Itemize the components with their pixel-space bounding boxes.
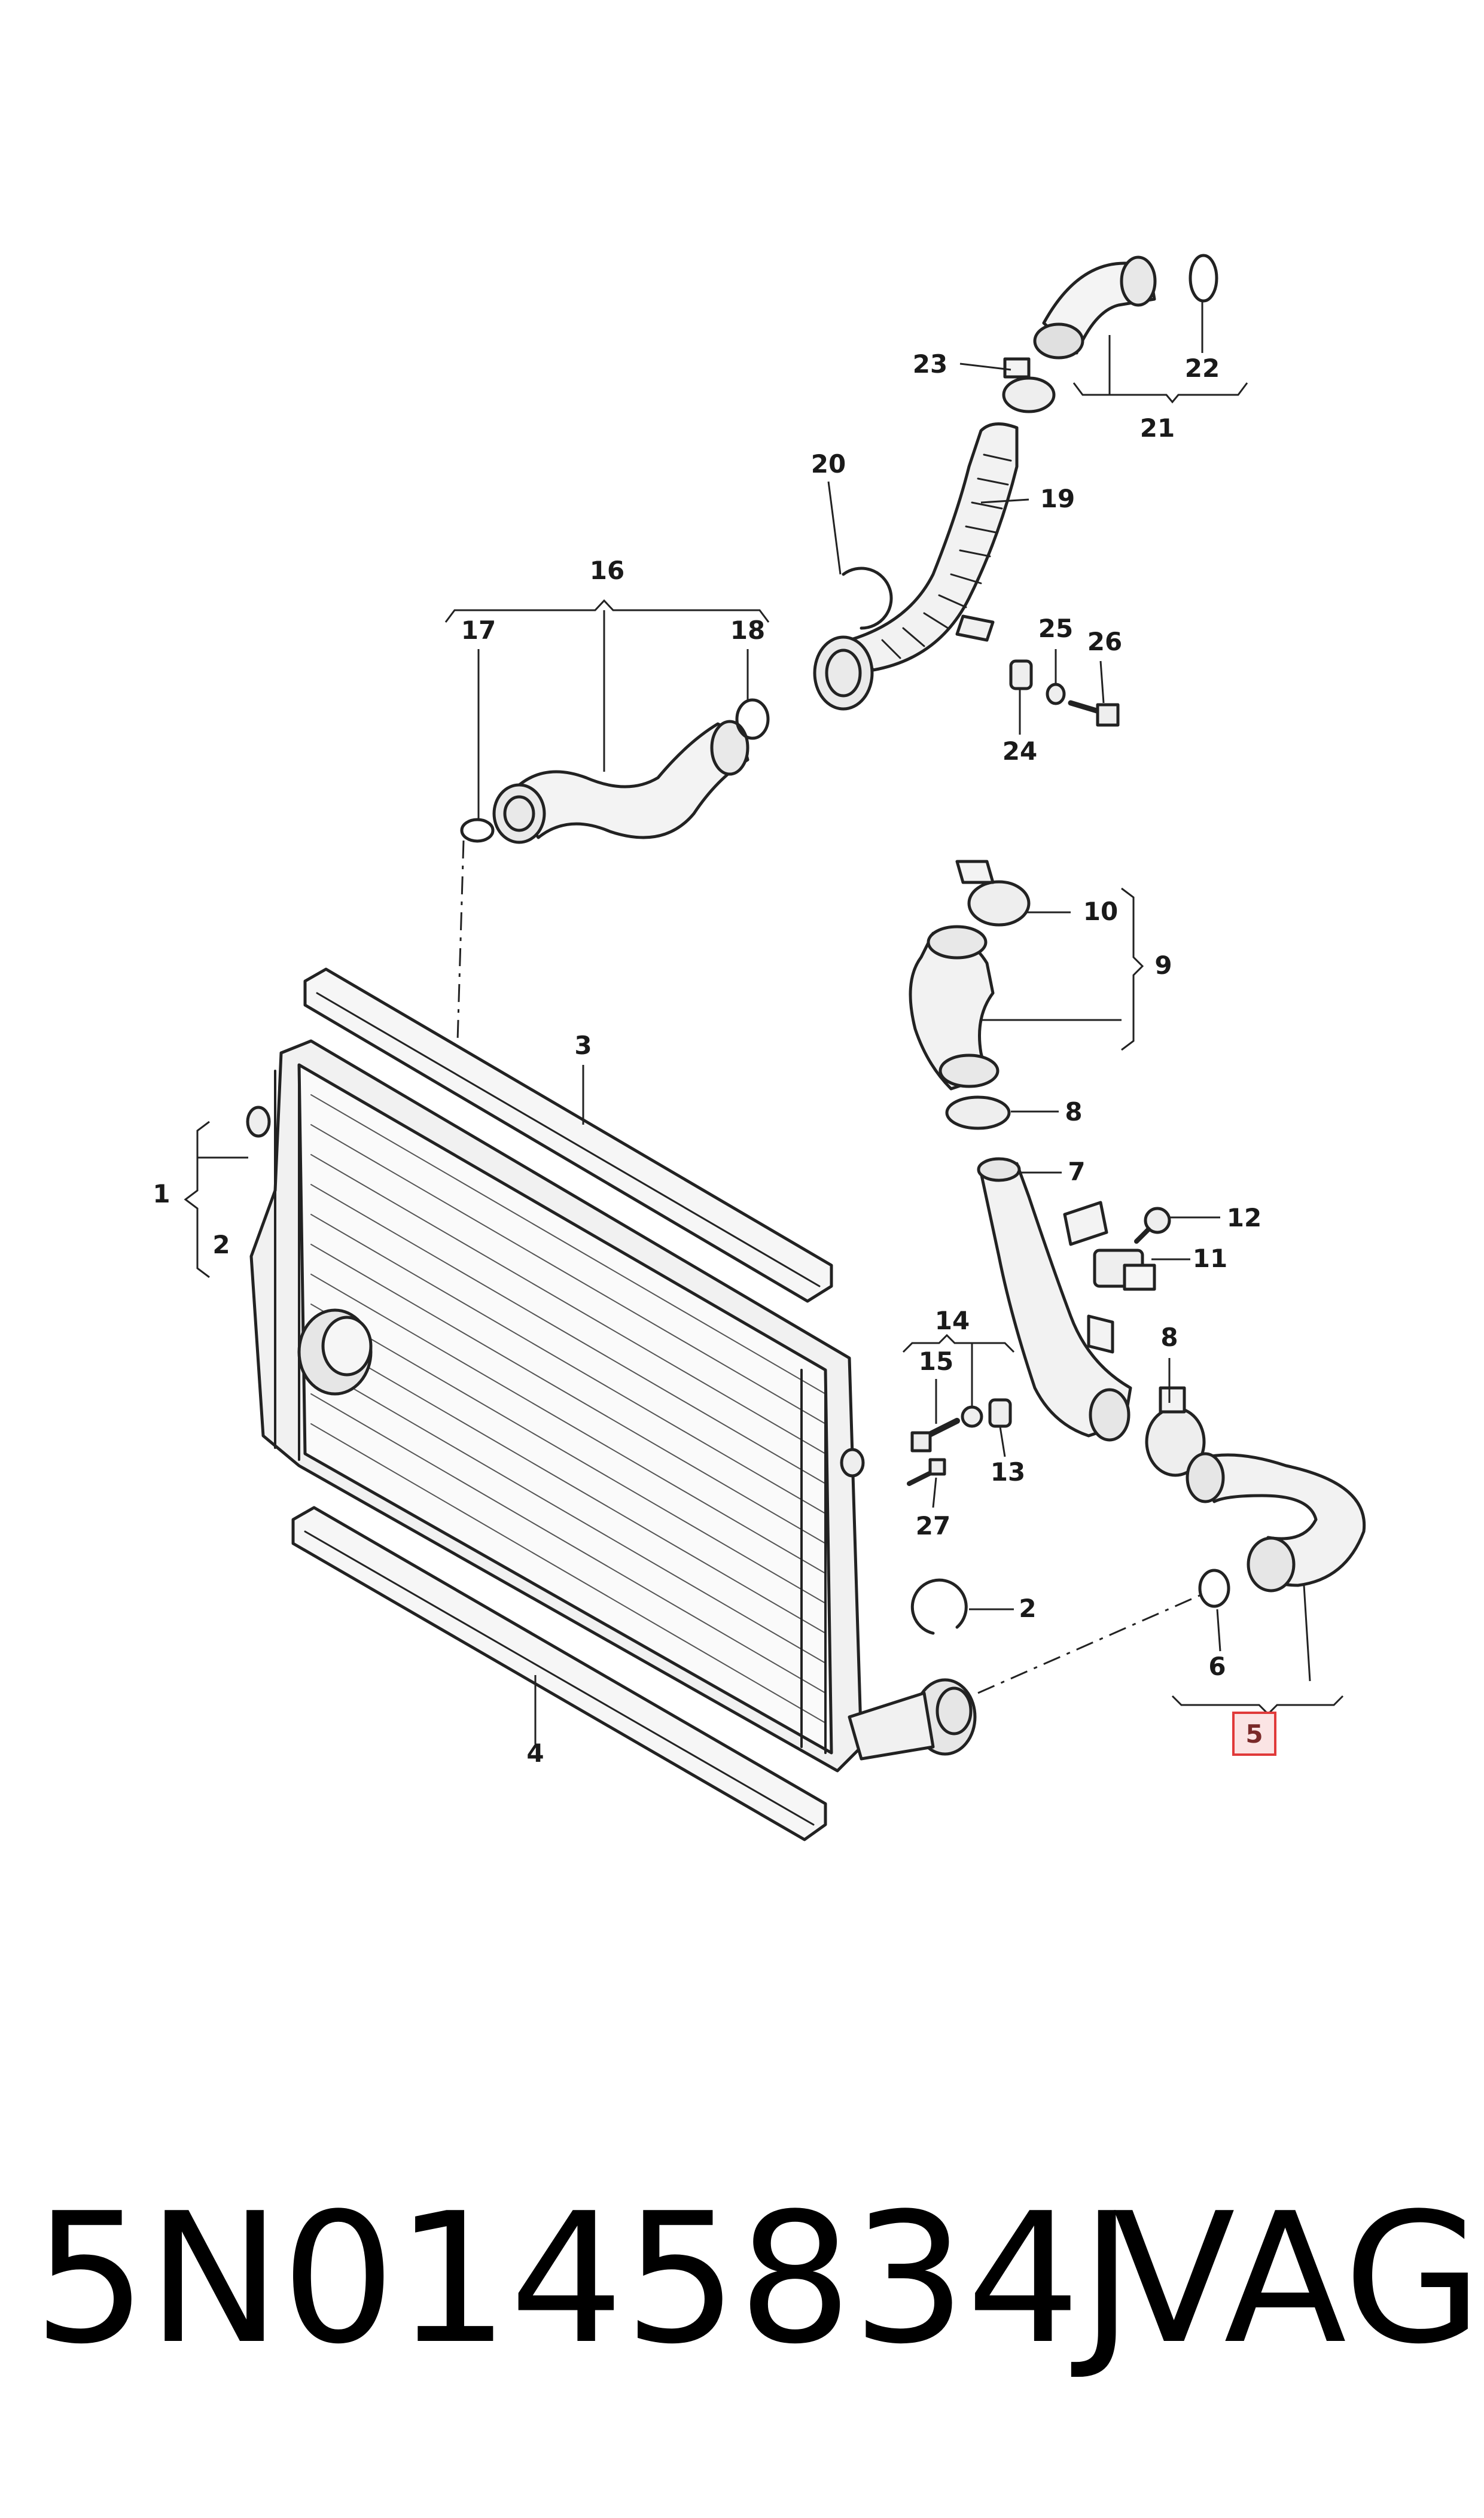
callout-27: 27 <box>916 1511 950 1540</box>
nut-13-drawing <box>988 1398 1012 1428</box>
callout-6: 6 <box>1208 1652 1226 1681</box>
clamp-23-drawing <box>1002 357 1056 413</box>
callout-25: 25 <box>1038 614 1073 643</box>
clamp-8-top-drawing <box>945 1095 1011 1130</box>
hose-19-drawing <box>813 422 1019 711</box>
hose-5-drawing <box>1186 1452 1366 1593</box>
brace-1-2 <box>184 1121 210 1278</box>
brace-14 <box>902 1333 1015 1353</box>
brand-name: VAG <box>1113 2175 1483 2383</box>
callout-2-cooler: 2 <box>212 1230 230 1259</box>
callout-4: 4 <box>526 1738 544 1768</box>
washer-14-drawing <box>961 1405 983 1428</box>
leader-5 <box>1303 1585 1311 1682</box>
callout-7: 7 <box>1068 1157 1085 1186</box>
leader-13 <box>999 1426 1006 1457</box>
callout-21: 21 <box>1140 413 1175 443</box>
pipe-21-drawing <box>1033 255 1157 360</box>
callout-22: 22 <box>1185 354 1220 383</box>
ring-20-drawing <box>842 567 893 630</box>
leader-19 <box>980 498 1029 504</box>
callout-16: 16 <box>590 556 624 585</box>
hose-9-drawing <box>909 925 1000 1091</box>
clamp-10-drawing <box>955 860 1031 927</box>
brace-5 <box>1171 1695 1344 1716</box>
leader-27 <box>932 1477 937 1508</box>
ring-2-drawing <box>910 1578 968 1635</box>
leader-20 <box>827 481 842 575</box>
callout-9: 9 <box>1154 951 1172 980</box>
dashed-line-6 <box>977 1593 1203 1694</box>
callout-23: 23 <box>913 349 947 379</box>
brace-21 <box>1072 382 1248 404</box>
bolt-27-drawing <box>907 1458 946 1486</box>
bolt-12-drawing <box>1134 1207 1171 1244</box>
callout-3: 3 <box>574 1031 592 1060</box>
highlight-box-5 <box>1232 1712 1276 1756</box>
bolt-set-24-26-drawing <box>1009 659 1120 727</box>
o-ring-17-drawing <box>460 818 495 843</box>
air-guide-3-drawing <box>303 967 833 1303</box>
leader-6 <box>1216 1609 1221 1652</box>
callout-12: 12 <box>1227 1203 1261 1232</box>
o-ring-6-drawing <box>1198 1569 1230 1608</box>
sensor-11-drawing <box>1093 1249 1156 1291</box>
callout-10: 10 <box>1083 897 1118 926</box>
callout-17: 17 <box>461 616 496 645</box>
brace-16 <box>444 599 770 623</box>
dashed-line-17 <box>456 840 465 1042</box>
leader-23 <box>959 363 1011 371</box>
callout-15: 15 <box>919 1347 953 1376</box>
callout-8-lower: 8 <box>1160 1323 1178 1352</box>
hose-16-drawing <box>492 720 749 844</box>
bolt-15-drawing <box>910 1418 960 1453</box>
o-ring-18-drawing <box>735 698 770 740</box>
part-number: 5N0145834J <box>33 2175 1133 2383</box>
pipe-7-drawing <box>977 1157 1132 1442</box>
callout-8-top: 8 <box>1065 1097 1082 1126</box>
callout-13: 13 <box>991 1457 1025 1487</box>
o-ring-22-drawing <box>1189 254 1218 303</box>
air-guide-4-drawing <box>291 1506 827 1841</box>
callout-19: 19 <box>1040 484 1075 513</box>
callout-26: 26 <box>1087 627 1122 656</box>
leader-26 <box>1099 660 1105 704</box>
clamp-8-lower-drawing <box>1145 1386 1206 1477</box>
callout-5: 5 <box>1245 1719 1263 1749</box>
callout-14: 14 <box>935 1306 970 1335</box>
brace-9 <box>1121 887 1144 1051</box>
callout-18: 18 <box>730 616 765 645</box>
callout-1: 1 <box>153 1179 170 1208</box>
callout-11: 11 <box>1193 1244 1227 1273</box>
callout-20: 20 <box>811 449 846 479</box>
callout-2-outlet: 2 <box>1019 1594 1036 1623</box>
callout-24: 24 <box>1002 736 1037 766</box>
intercooler-1-drawing <box>246 1039 977 1773</box>
